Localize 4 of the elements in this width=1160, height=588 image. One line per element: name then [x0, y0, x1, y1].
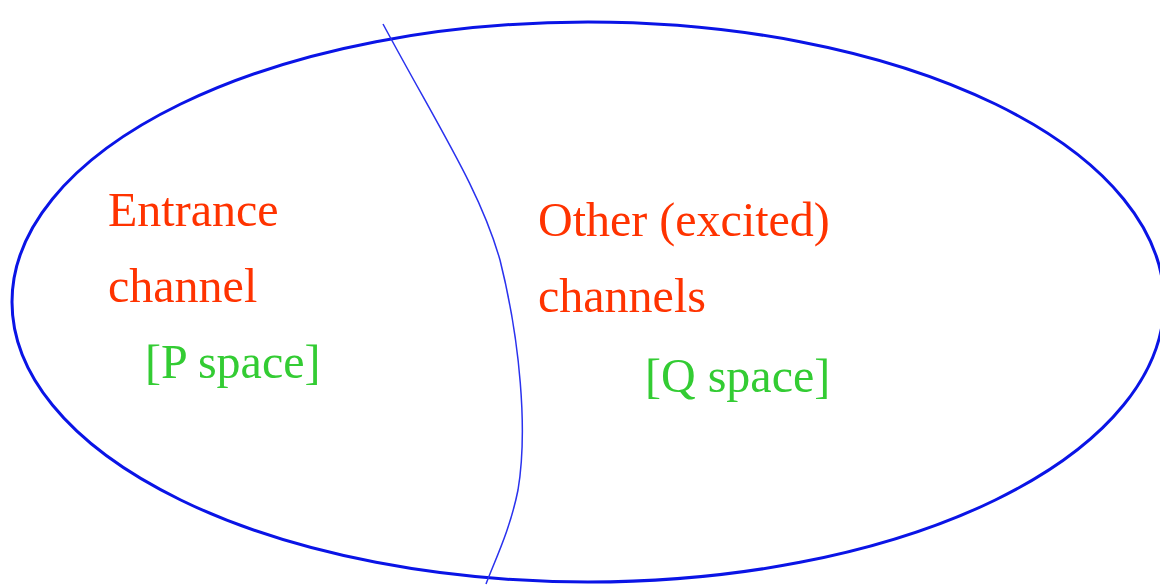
channel-label: Other (excited) channels — [538, 192, 831, 324]
channel-label: Entrance channel — [108, 182, 280, 314]
space-label: [P space] — [145, 334, 321, 390]
space-label: [Q space] — [645, 348, 831, 404]
